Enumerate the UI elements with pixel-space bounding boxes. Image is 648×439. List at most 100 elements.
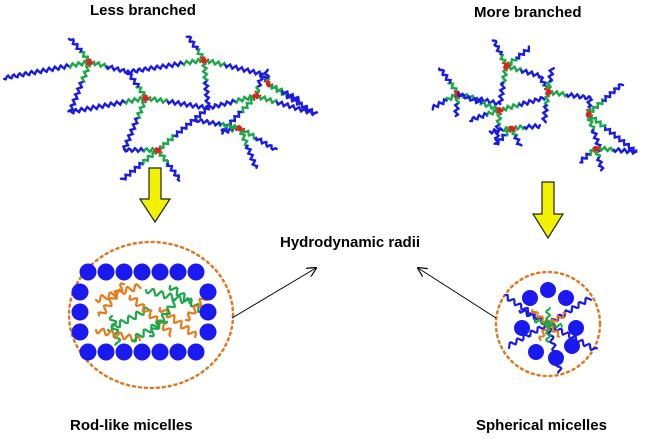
- head-group: [187, 263, 205, 281]
- core-chain: [130, 319, 169, 343]
- junction-point: [545, 89, 551, 95]
- chain-segment: [500, 68, 509, 84]
- arm-chain: [544, 323, 552, 343]
- chain-segment: [239, 97, 255, 114]
- junction-point: [253, 93, 259, 99]
- chain-segment: [141, 150, 157, 166]
- chain-segment: [3, 62, 70, 81]
- chain-segment: [218, 121, 238, 131]
- chain-segment: [244, 144, 259, 169]
- chain-segment: [256, 73, 265, 88]
- right-down-arrow: [531, 181, 565, 240]
- head-group: [568, 320, 584, 336]
- chain-segment: [233, 93, 254, 105]
- chain-segment: [547, 67, 555, 83]
- junction-point: [509, 125, 515, 131]
- chain-segment: [195, 48, 204, 58]
- head-group: [133, 263, 151, 281]
- chain-segment: [224, 62, 263, 77]
- chain-segment: [488, 126, 504, 136]
- core-chain: [128, 294, 172, 338]
- left-down-arrow: [138, 167, 172, 224]
- core-chain: [108, 314, 121, 346]
- arm-chain: [546, 322, 598, 352]
- head-group: [133, 343, 151, 361]
- chain-segment: [254, 85, 261, 94]
- chain-segment: [173, 107, 211, 138]
- chain-segment: [165, 162, 181, 182]
- chain-segment: [105, 64, 130, 75]
- arm-chain: [533, 318, 549, 326]
- chain-segment: [589, 98, 604, 114]
- chain-segment: [78, 50, 90, 61]
- chain-segment: [565, 91, 592, 101]
- chain-segment: [602, 83, 625, 103]
- arm-chain: [518, 309, 550, 326]
- chain-segment: [479, 100, 498, 111]
- chain-segment: [594, 150, 602, 160]
- chain-segment: [595, 156, 605, 172]
- chain-segment: [207, 98, 236, 111]
- chain-segment: [475, 95, 502, 107]
- junction-point: [87, 59, 93, 65]
- chain-segment: [523, 122, 542, 131]
- junction-point: [143, 95, 149, 101]
- junction-point: [237, 125, 243, 131]
- chain-segment: [159, 133, 176, 150]
- chain-segment: [92, 60, 108, 70]
- chain-segment: [511, 130, 519, 137]
- head-group: [564, 338, 580, 354]
- head-group: [97, 263, 115, 281]
- chain-segment: [125, 71, 141, 88]
- spherical-micelle-arms: [504, 293, 598, 374]
- chain-segment: [540, 104, 550, 124]
- chain-segment: [266, 76, 271, 82]
- chain-segment: [285, 94, 319, 116]
- chain-segment: [496, 81, 507, 106]
- head-group: [151, 263, 169, 281]
- more-branched-polymer-network: [431, 39, 638, 172]
- chain-segment: [119, 161, 143, 181]
- chain-segment: [123, 95, 144, 106]
- chain-segment: [263, 68, 271, 79]
- chain-segment: [206, 58, 227, 68]
- chain-segment: [238, 130, 250, 147]
- chain-segment: [255, 136, 278, 152]
- chain-segment: [508, 56, 518, 66]
- chain-segment: [495, 112, 503, 127]
- chain-segment: [485, 108, 498, 118]
- arm-chain: [546, 296, 593, 327]
- head-group: [79, 343, 97, 361]
- chain-segment: [502, 101, 521, 113]
- head-group: [199, 303, 217, 321]
- head-group: [558, 290, 574, 306]
- chain-segment: [598, 145, 616, 153]
- chain-segment: [122, 146, 144, 154]
- rod-micelle-core-chains: [94, 282, 209, 346]
- junction-point: [155, 147, 161, 153]
- head-group: [199, 283, 217, 301]
- chain-segment: [158, 152, 170, 166]
- junction-point: [593, 145, 599, 151]
- chain-segment: [550, 89, 569, 99]
- chain-segment: [195, 117, 222, 128]
- head-group: [115, 343, 133, 361]
- rod-like-micelles-label: Rod-like micelles: [70, 417, 193, 434]
- arm-chain: [545, 307, 552, 325]
- head-group: [71, 283, 89, 301]
- junction-point: [265, 81, 271, 87]
- head-group: [528, 344, 544, 360]
- core-chain: [184, 295, 209, 322]
- chain-segment: [612, 146, 638, 156]
- chain-segment: [270, 84, 284, 93]
- chain-segment: [141, 146, 156, 154]
- chain-segment: [68, 98, 126, 115]
- chain-segment: [512, 134, 523, 147]
- chain-segment: [589, 115, 607, 129]
- chain-segment: [537, 75, 548, 86]
- more-branched-label: More branched: [474, 4, 582, 21]
- spherical-micelles-label: Spherical micelles: [476, 417, 607, 434]
- chain-segment: [445, 93, 456, 102]
- arrow-sphere-to-radii: [418, 268, 497, 319]
- chain-segment: [181, 57, 202, 67]
